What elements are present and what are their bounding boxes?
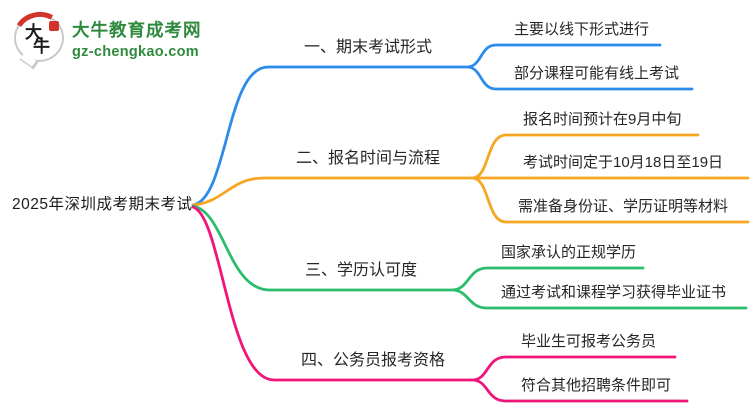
logo-text-block: 大牛教育成考网 gz-chengkao.com (72, 17, 202, 60)
branch-1-child-1-label: 主要以线下形式进行 (514, 21, 650, 38)
branch-1-connector (191, 43, 694, 207)
branch-4-child-2-label: 符合其他招聘条件即可 (521, 377, 672, 394)
branch-1-label: 一、期末考试形式 (303, 39, 432, 56)
central-topic: 2025年深圳成考期末考试 (12, 196, 193, 213)
branch-4-connector (191, 205, 689, 403)
site-name: 大牛教育成考网 (72, 19, 202, 40)
logo-seal-icon (49, 21, 59, 31)
branch-2-child-3-label: 需准备身份证、学历证明等材料 (518, 198, 729, 215)
branch-2-child-1-label: 报名时间预计在9月中旬 (523, 111, 682, 128)
site-logo[interactable]: 大 牛 大牛教育成考网 gz-chengkao.com (7, 6, 202, 66)
branch-3-connector (191, 204, 748, 310)
branch-3-child-1-label: 国家承认的正规学历 (501, 244, 637, 261)
branch-4-label: 四、公务员报考资格 (300, 352, 445, 369)
branch-3-child-2-label: 通过考试和课程学习获得毕业证书 (501, 284, 727, 301)
branch-2-label: 二、报名时间与流程 (295, 150, 440, 167)
branch-2-connector (191, 133, 750, 224)
branch-4-child-1-label: 毕业生可报考公务员 (521, 333, 657, 350)
branch-1-child-2-label: 部分课程可能有线上考试 (514, 65, 680, 82)
site-domain: gz-chengkao.com (72, 43, 199, 60)
branch-2-child-2-label: 考试时间定于10月18日至19日 (523, 154, 724, 171)
branch-3-label: 三、学历认可度 (304, 262, 417, 279)
logo-character-bottom: 牛 (33, 37, 50, 56)
logo-speech-bubble-icon: 大 牛 (7, 6, 71, 66)
logo-character-top: 大 (25, 23, 42, 42)
